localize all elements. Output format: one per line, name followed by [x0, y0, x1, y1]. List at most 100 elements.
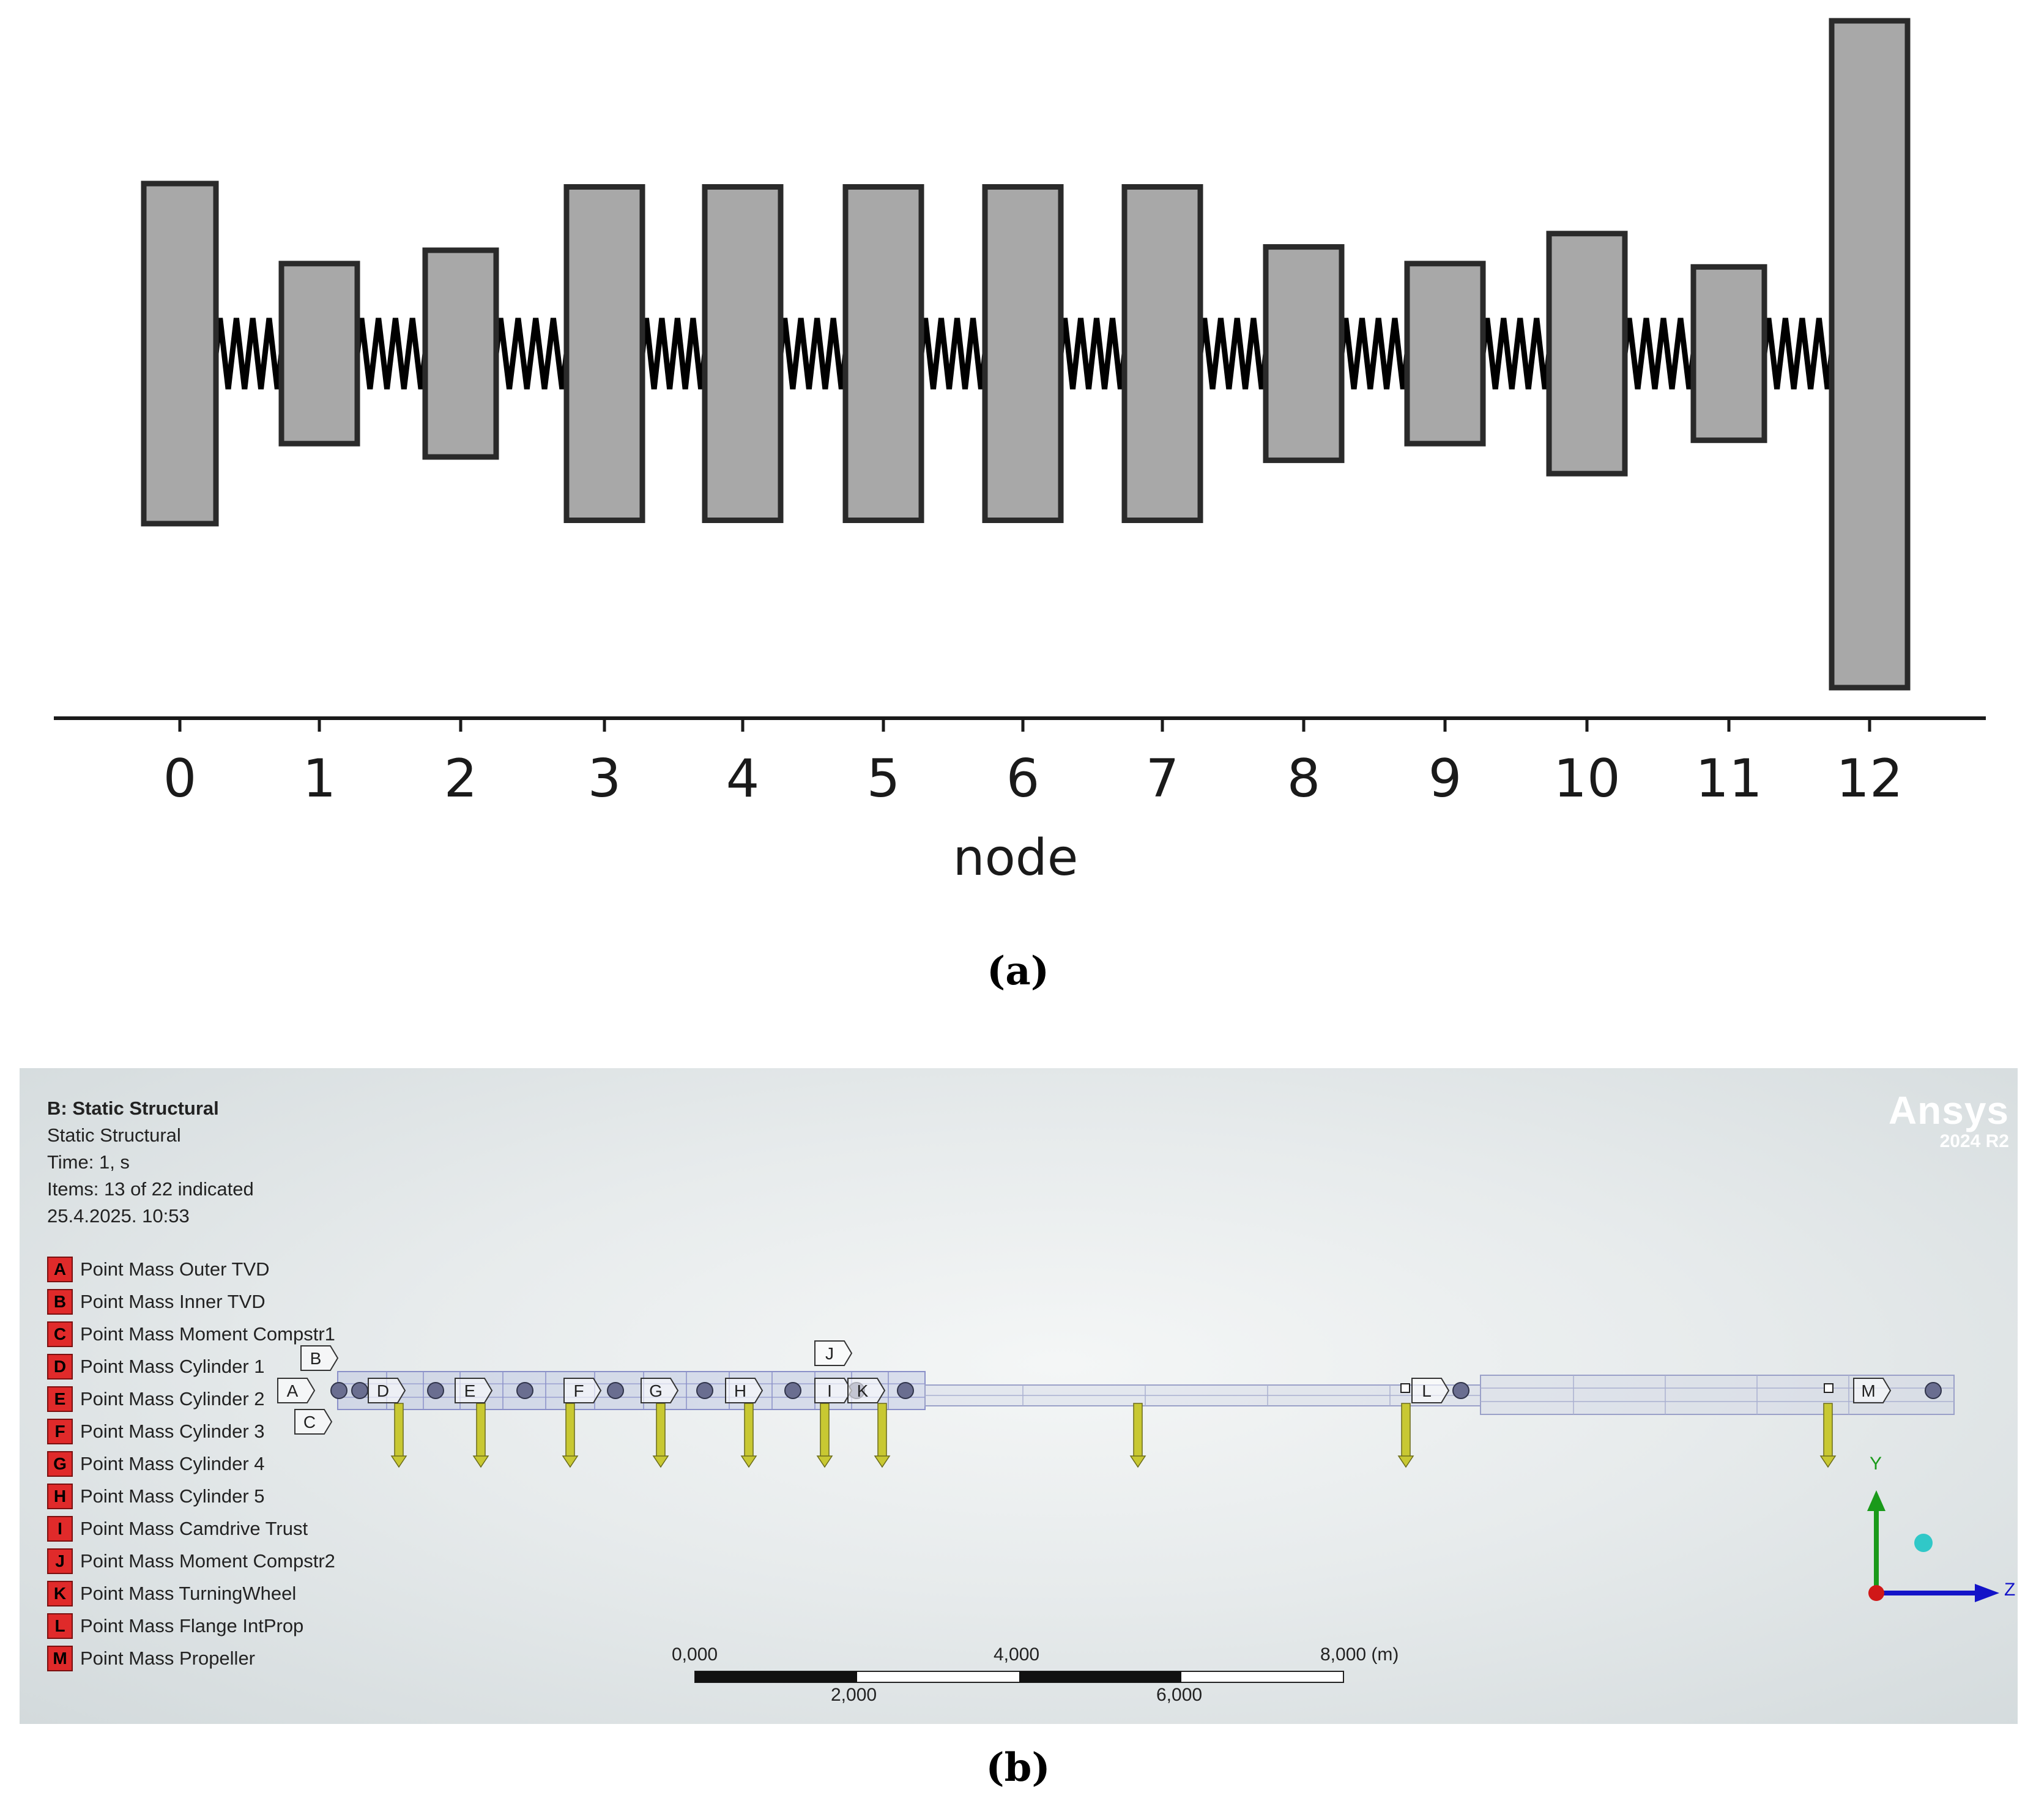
load-arrow-3: [656, 1403, 666, 1459]
load-arrow-9: [1823, 1403, 1833, 1459]
tag-label-D: D: [377, 1381, 389, 1400]
mass-node-1: [278, 261, 360, 447]
isometric-view-ball[interactable]: [1914, 1534, 1933, 1552]
tick-label-1: 1: [303, 748, 336, 809]
legend-label: Point Mass Flange IntProp: [80, 1614, 304, 1636]
legend-label: Point Mass Cylinder 4: [80, 1452, 265, 1474]
legend-key: C: [47, 1321, 73, 1347]
legend-label: Point Mass Outer TVD: [80, 1258, 270, 1280]
mass-point-4: [607, 1382, 624, 1399]
mass-point-6: [784, 1382, 801, 1399]
spring-6: [1058, 318, 1128, 390]
legend-key: A: [47, 1256, 73, 1282]
tick-label-0: 0: [163, 748, 197, 809]
shaft-middle-grid: [1022, 1385, 1391, 1406]
spring-4: [778, 318, 849, 390]
mass-node-6: [982, 184, 1064, 523]
ansys-logo: Ansys 2024 R2: [1888, 1088, 2009, 1151]
tick-label-8: 8: [1287, 748, 1321, 809]
mass-point-5: [696, 1382, 713, 1399]
spring-7: [1197, 318, 1269, 390]
tag-label-J: J: [825, 1344, 834, 1363]
tag-label-B: B: [310, 1349, 322, 1368]
tick-label-2: 2: [444, 748, 478, 809]
tag-box-L: [1411, 1378, 1450, 1403]
spring-2: [493, 318, 570, 390]
load-arrowhead-2: [562, 1455, 579, 1468]
mass-point-10: [1925, 1382, 1942, 1399]
tag-box-E: [455, 1378, 493, 1403]
load-arrows: [390, 1403, 1837, 1468]
tag-box-D: [368, 1378, 406, 1403]
tag-box-A: [277, 1378, 316, 1403]
legend-label: Point Mass Inner TVD: [80, 1290, 266, 1312]
mass-node-12: [1829, 18, 1911, 691]
tag-label-G: G: [649, 1381, 663, 1400]
tag-label-L: L: [1422, 1381, 1432, 1400]
mass-node-11: [1690, 264, 1767, 444]
marker-square-0: [1400, 1383, 1410, 1393]
load-arrowhead-0: [390, 1455, 407, 1468]
scale-label-4: 4,000: [994, 1644, 1040, 1665]
load-arrowhead-7: [1129, 1455, 1146, 1468]
load-arrowhead-6: [874, 1455, 891, 1468]
load-arrowhead-9: [1819, 1455, 1837, 1468]
load-arrow-2: [565, 1403, 575, 1459]
tick-label-11: 11: [1695, 748, 1762, 809]
tag-label-E: E: [464, 1381, 476, 1400]
analysis-timestamp: 25.4.2025. 10:53: [47, 1205, 190, 1227]
mass-point-9: [1452, 1382, 1469, 1399]
mass-node-10: [1546, 231, 1628, 477]
legend-label: Point Mass Moment Compstr1: [80, 1323, 335, 1345]
scale-label-6: 6,000: [1156, 1685, 1203, 1705]
mass-node-4: [702, 184, 784, 523]
tick-label-5: 5: [867, 748, 901, 809]
spring-3: [639, 318, 708, 390]
mass-points: [330, 1382, 1942, 1399]
legend-key: K: [47, 1580, 73, 1606]
legend-key: H: [47, 1483, 73, 1509]
legend-key: F: [47, 1418, 73, 1444]
analysis-info: B: Static Structural Static Structural T…: [47, 1095, 254, 1230]
legend-key: G: [47, 1450, 73, 1477]
legend-item-K: K Point Mass TurningWheel: [47, 1577, 335, 1610]
legend-key: I: [47, 1515, 73, 1542]
tick-label-10: 10: [1553, 748, 1620, 809]
tag-box-H: [725, 1378, 764, 1403]
tick-label-12: 12: [1836, 748, 1903, 809]
mass-point-8: [897, 1382, 914, 1399]
tag-box-C: [294, 1409, 333, 1435]
marker-square-1: [1824, 1383, 1834, 1393]
legend-label: Point Mass TurningWheel: [80, 1582, 297, 1604]
mass-node-9: [1404, 261, 1486, 447]
load-arrow-4: [744, 1403, 754, 1459]
legend-item-G: G Point Mass Cylinder 4: [47, 1447, 335, 1480]
legend-label: Point Mass Camdrive Trust: [80, 1517, 308, 1539]
legend-label: Point Mass Cylinder 5: [80, 1485, 265, 1507]
tag-label-H: H: [734, 1381, 746, 1400]
legend-item-H: H Point Mass Cylinder 5: [47, 1480, 335, 1512]
tag-label-M: M: [1861, 1381, 1875, 1400]
legend-key: L: [47, 1613, 73, 1639]
load-arrowhead-8: [1397, 1455, 1414, 1468]
legend-key: E: [47, 1386, 73, 1412]
load-arrow-8: [1401, 1403, 1411, 1459]
tick-label-4: 4: [726, 748, 760, 809]
triad-z-label: Z: [2004, 1580, 2016, 1600]
tick-label-7: 7: [1146, 748, 1180, 809]
tag-box-J: [814, 1340, 853, 1366]
load-arrow-6: [877, 1403, 887, 1459]
scale-label-2: 2,000: [831, 1685, 877, 1705]
tag-label-A: A: [287, 1381, 299, 1400]
legend-key: B: [47, 1288, 73, 1315]
spring-5: [918, 318, 988, 390]
legend-item-L: L Point Mass Flange IntProp: [47, 1610, 335, 1642]
